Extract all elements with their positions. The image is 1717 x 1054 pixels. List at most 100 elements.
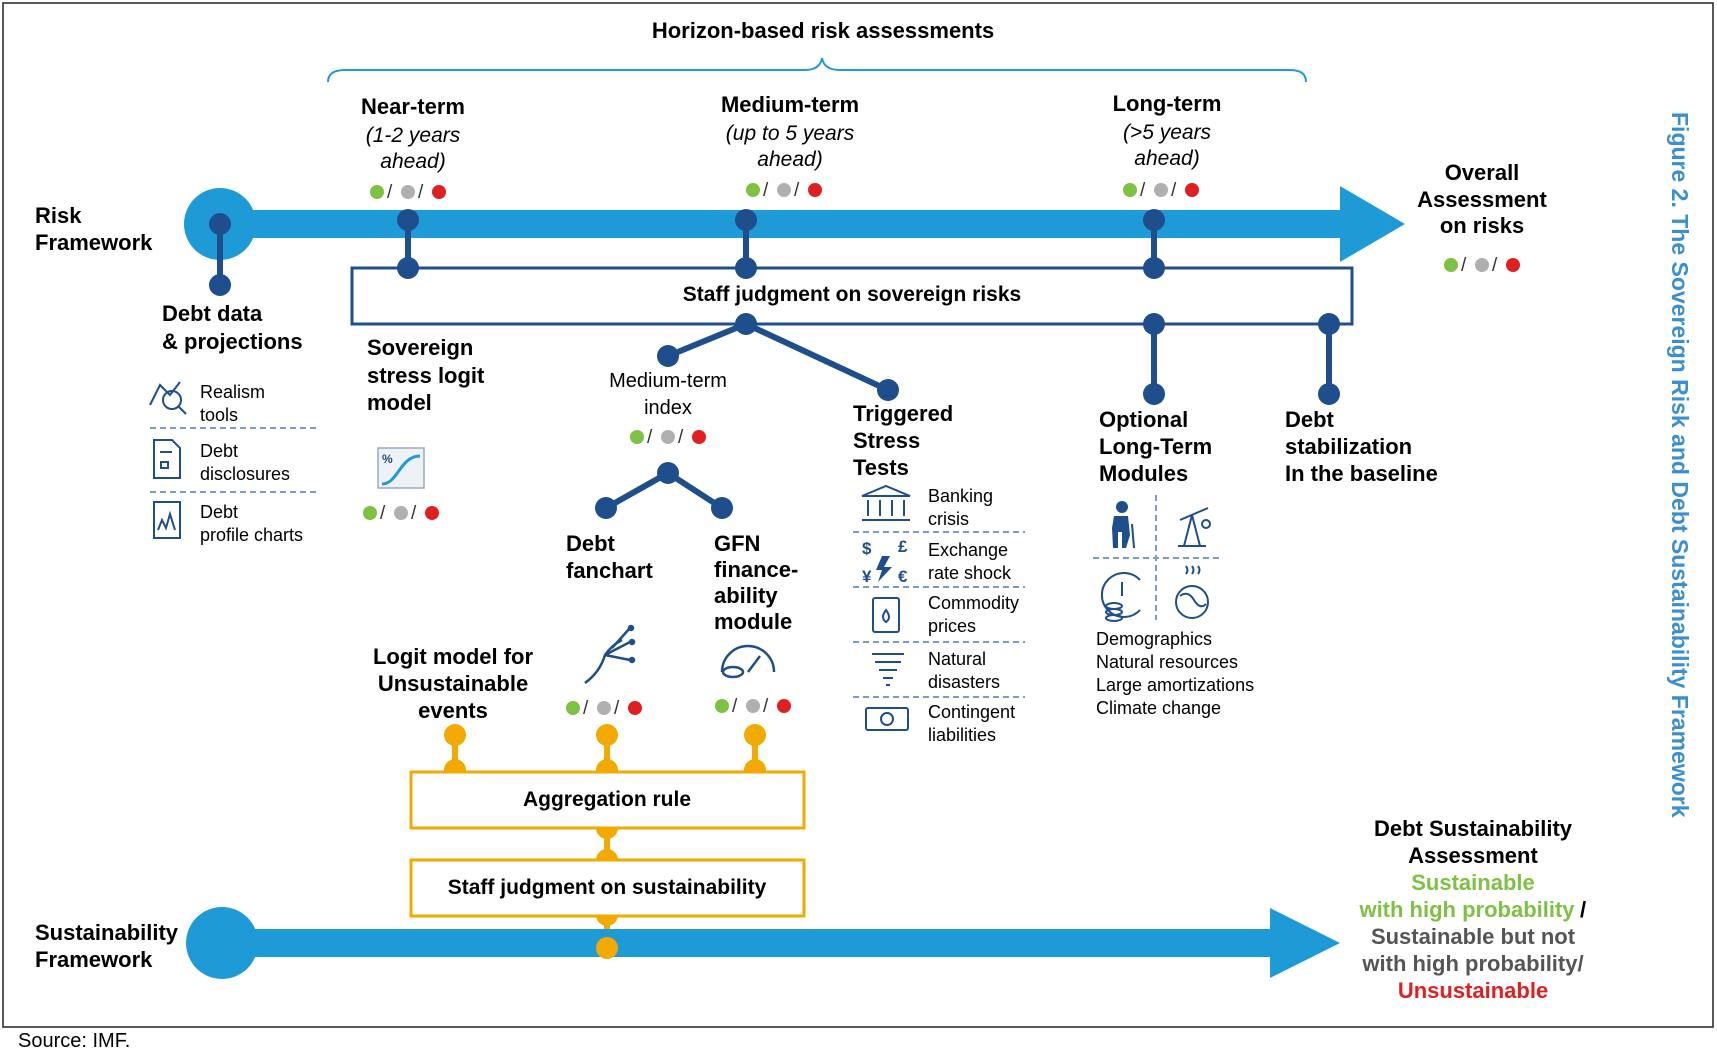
debt-data-node [209, 274, 231, 296]
dsa-title-2: Assessment [1408, 843, 1538, 868]
near-term-sub-2: ahead) [380, 150, 445, 173]
optional-1: Optional [1099, 407, 1188, 432]
overall-assessment: Overall Assessment on risks [1417, 160, 1547, 276]
aggregation-rule-box [409, 770, 806, 830]
gfn-rating-dots [715, 696, 791, 717]
optional-item-climate: Climate change [1096, 698, 1221, 718]
debt-data-section: Debt data & projections Realism tools De… [149, 301, 320, 545]
dsa-outcome: Debt Sustainability Assessment Sustainab… [1358, 816, 1586, 1003]
document-icon [153, 439, 181, 479]
medium-term-rating-dots [746, 180, 822, 201]
mt-index-2: index [644, 397, 692, 419]
medium-term-title: Medium-term [721, 92, 859, 117]
debt-fanchart-section: Debt fanchart [566, 531, 653, 719]
near-term-horizon: Near-term (1-2 years ahead) [361, 94, 465, 203]
oil-pump-icon [1178, 507, 1211, 547]
currency-icon: $£ ¥€ [862, 537, 908, 586]
contingent-label-1: Contingent [928, 702, 1015, 722]
logit-unsust-2: Unsustainable [378, 671, 528, 696]
svg-text:¥: ¥ [862, 567, 872, 586]
risk-framework-label-2: Framework [35, 230, 153, 255]
staff-judgment-risks-label: Staff judgment on sovereign risks [683, 283, 1021, 306]
medium-term-sub-2: ahead) [757, 148, 822, 171]
dsa-title-1: Debt Sustainability [1374, 816, 1573, 841]
realism-label-2: tools [200, 405, 238, 425]
mt-index-1: Medium-term [609, 370, 727, 392]
aggregation-rule-label: Aggregation rule [523, 788, 691, 811]
optional-item-amortizations: Large amortizations [1096, 675, 1254, 695]
long-term-rating-dots [1123, 180, 1199, 201]
staff-judgment-risks-box [350, 266, 1354, 326]
header-title: Horizon-based risk assessments [652, 18, 994, 43]
logit-curve-icon: % [377, 447, 425, 489]
banking-label-1: Banking [928, 486, 993, 506]
figure-title: Figure 2. The Sovereign Risk and Debt Su… [1667, 112, 1693, 818]
disasters-label-1: Natural [928, 649, 986, 669]
logit-unsustainable-section: Logit model for Unsustainable events [373, 644, 534, 723]
svg-text:%: % [382, 452, 393, 466]
fanchart-2: fanchart [566, 558, 653, 583]
chart-icon [153, 501, 181, 539]
gfn-3: ability [714, 583, 778, 608]
commodity-label-1: Commodity [928, 593, 1019, 613]
debt-stab-3: In the baseline [1285, 461, 1438, 486]
overall-2: Assessment [1417, 187, 1547, 212]
gfn-2: finance- [714, 557, 798, 582]
exchange-label-2: rate shock [928, 563, 1012, 583]
disclosures-label-2: disclosures [200, 464, 290, 484]
debt-stabilization-section: Debt stabilization In the baseline [1285, 407, 1438, 486]
fanchart-icon [584, 624, 636, 685]
staff-judgment-sustainability-label: Staff judgment on sustainability [448, 876, 767, 899]
horizon-connectors [397, 209, 1165, 279]
svg-text:$: $ [862, 539, 872, 558]
dsa-unsustainable: Unsustainable [1398, 978, 1548, 1003]
overall-1: Overall [1445, 160, 1520, 185]
banknote-icon [865, 707, 909, 731]
dsa-slash: / [1580, 897, 1586, 922]
contingent-label-2: liabilities [928, 725, 996, 745]
medium-term-tree [595, 313, 899, 519]
dsa-not-high-2: with high probability/ [1361, 951, 1583, 976]
gfn-1: GFN [714, 531, 760, 556]
realism-icon [149, 381, 187, 415]
medium-term-index-section: Medium-term index [609, 370, 727, 448]
triggered-1: Triggered [853, 401, 953, 426]
svg-text:€: € [898, 567, 908, 586]
triggered-section: Triggered Stress Tests Banking crisis $£… [853, 401, 1025, 745]
overall-3: on risks [1440, 213, 1524, 238]
near-term-title: Near-term [361, 94, 465, 119]
debt-stab-1: Debt [1285, 407, 1335, 432]
logit-unsust-3: events [418, 698, 488, 723]
stress-logit-rating-dots [363, 503, 439, 524]
stress-logit-2: stress logit [367, 363, 485, 388]
commodity-label-2: prices [928, 616, 976, 636]
triggered-3: Tests [853, 455, 909, 480]
gfn-4: module [714, 609, 792, 634]
near-term-rating-dots [370, 182, 446, 203]
logit-unsust-1: Logit model for [373, 644, 534, 669]
optional-item-natural-resources: Natural resources [1096, 652, 1238, 672]
staff-judgment-sustainability-box [409, 858, 806, 918]
medium-term-sub-1: (up to 5 years [726, 122, 855, 145]
gauge-icon [720, 644, 776, 679]
mt-index-rating-dots [630, 427, 706, 448]
sustainability-framework-label-1: Sustainability [35, 920, 179, 945]
horizon-brace [327, 57, 1307, 83]
oil-can-icon [872, 597, 900, 633]
triggered-2: Stress [853, 428, 920, 453]
amortization-clock-icon [1100, 572, 1141, 622]
dsa-sustainable-1: Sustainable [1411, 870, 1534, 895]
stress-logit-3: model [367, 390, 432, 415]
debt-data-title-2: & projections [162, 329, 303, 354]
risk-framework-label-1: Risk [35, 203, 82, 228]
debt-data-title-1: Debt data [162, 301, 263, 326]
near-term-sub-1: (1-2 years [366, 124, 461, 147]
overall-rating-dots [1444, 255, 1520, 276]
long-term-sub-1: (>5 years [1123, 121, 1212, 144]
figure-frame [2, 2, 1714, 1028]
banking-label-2: crisis [928, 509, 969, 529]
optional-2: Long-Term [1099, 434, 1212, 459]
dsa-not-high-1: Sustainable but not [1371, 924, 1576, 949]
exchange-label-1: Exchange [928, 540, 1008, 560]
